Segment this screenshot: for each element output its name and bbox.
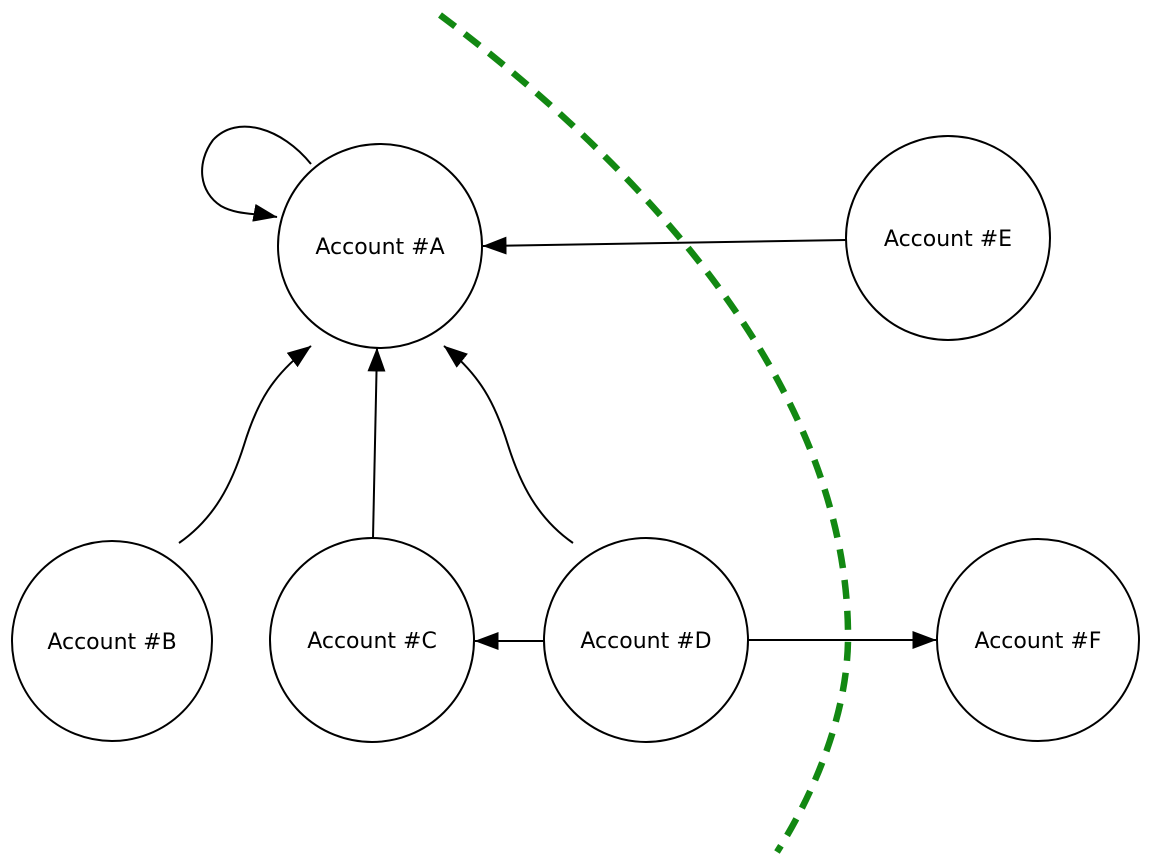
edge-a-self-loop xyxy=(201,125,312,222)
node-label-e: Account #E xyxy=(884,227,1012,252)
node-circle-e xyxy=(845,135,1051,341)
node-circle-a xyxy=(277,143,483,349)
node-label-a: Account #A xyxy=(315,235,444,260)
node-label-d: Account #D xyxy=(580,629,711,654)
node-circle-f xyxy=(936,538,1140,742)
edge-e-to-a xyxy=(482,236,847,255)
node-circle-c xyxy=(269,537,475,743)
node-account-b: Account #B xyxy=(11,540,213,742)
node-account-f: Account #F xyxy=(936,538,1140,742)
node-account-a: Account #A xyxy=(277,143,483,349)
node-label-c: Account #C xyxy=(307,629,437,654)
edge-b-to-a xyxy=(178,345,312,544)
edge-d-to-a xyxy=(443,345,574,544)
node-account-d: Account #D xyxy=(543,537,749,743)
node-label-b: Account #B xyxy=(47,630,176,655)
node-circle-d xyxy=(543,537,749,743)
node-account-e: Account #E xyxy=(845,135,1051,341)
node-account-c: Account #C xyxy=(269,537,475,743)
node-circle-b xyxy=(11,540,213,742)
node-label-f: Account #F xyxy=(975,629,1102,654)
edge-c-to-a xyxy=(367,347,386,539)
partition-boundary-dashed-curve xyxy=(438,12,852,854)
